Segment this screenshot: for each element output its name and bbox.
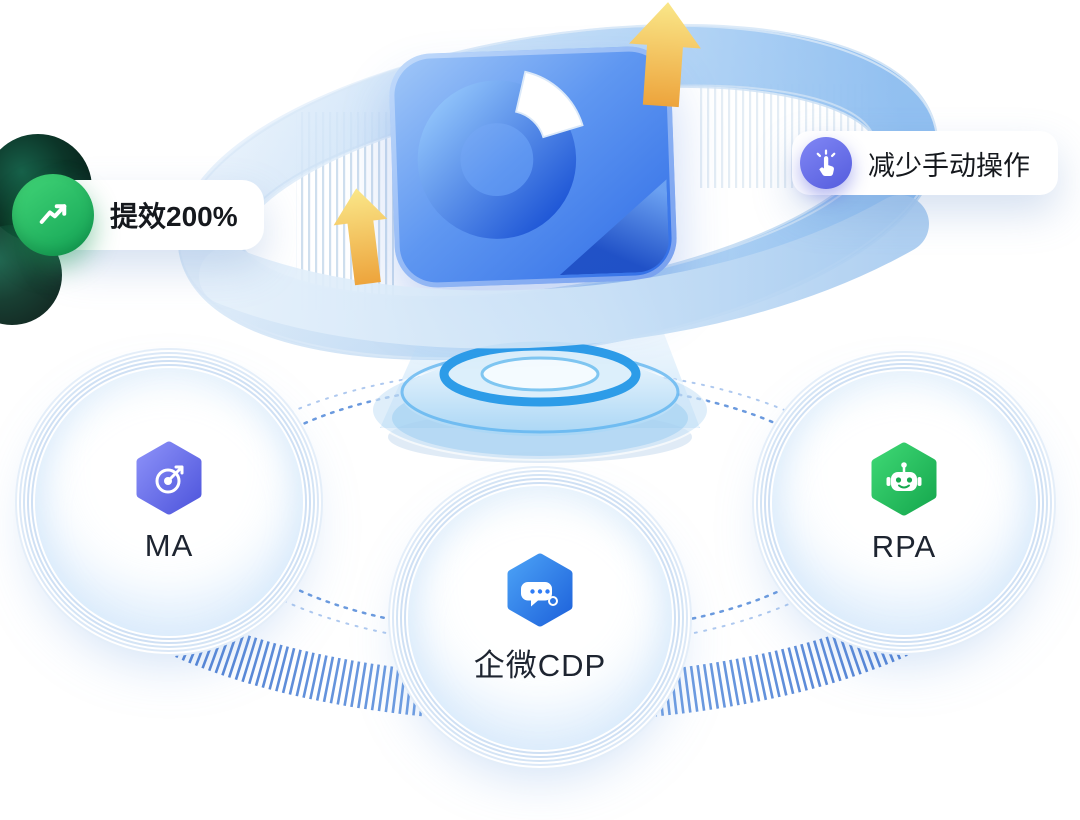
product-label-ma: MA bbox=[144, 528, 194, 563]
donut-chart-icon bbox=[417, 70, 584, 239]
product-orb-ma: MA bbox=[35, 368, 303, 636]
trend-up-arrow-icon bbox=[12, 174, 94, 256]
pedestal bbox=[371, 341, 709, 463]
wecom-chat-icon bbox=[507, 553, 573, 626]
product-label-rpa: RPA bbox=[871, 529, 937, 564]
orbit-ring-front bbox=[199, 195, 929, 349]
arrow-up-large-icon bbox=[629, 2, 701, 108]
automation-badge-label: 减少手动操作 bbox=[868, 150, 1030, 181]
product-orb-cdp: 企微CDP bbox=[408, 486, 672, 750]
automation-badge: 减少手动操作 bbox=[792, 131, 1058, 195]
robot-icon bbox=[871, 442, 937, 516]
product-orb-rpa: RPA bbox=[772, 371, 1036, 635]
efficiency-badge-label: 提效200% bbox=[110, 201, 238, 232]
tap-gesture-icon bbox=[800, 137, 852, 189]
efficiency-badge: 提效200% bbox=[12, 174, 264, 256]
product-label-cdp: 企微CDP bbox=[473, 647, 607, 683]
efficiency-badge-pill: 提效200% bbox=[54, 180, 264, 250]
analytics-app-card bbox=[388, 45, 678, 289]
arrow-up-small-icon bbox=[333, 188, 388, 286]
target-icon bbox=[136, 441, 202, 515]
